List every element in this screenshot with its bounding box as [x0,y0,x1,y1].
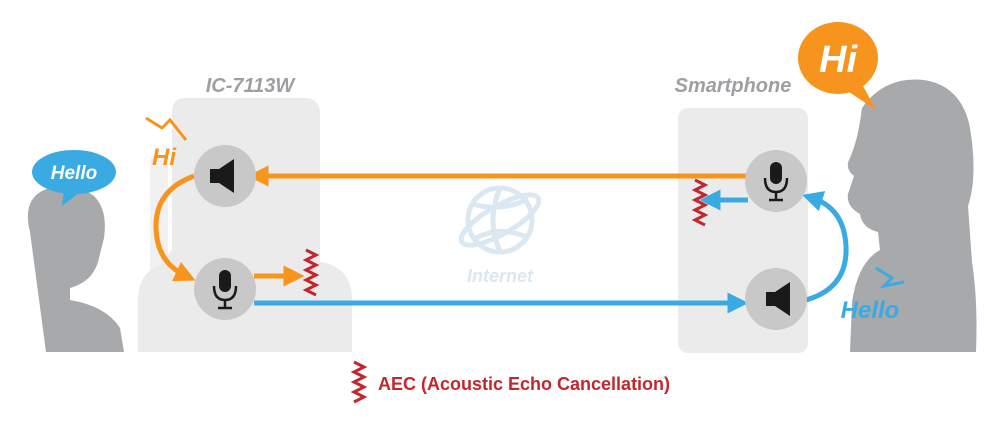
hi-bubble: Hi [798,22,878,110]
svg-text:Hi: Hi [819,39,858,81]
speaker-icon [766,282,790,316]
microphone-icon [212,270,238,310]
boy-silhouette [27,185,124,352]
phone-speaker-node [745,268,807,330]
svg-text:Hi: Hi [152,144,177,171]
camera-label: IC-7113W [206,75,297,97]
globe-icon [458,185,542,255]
speaker-icon [210,159,234,193]
phone-sound-burst: Hello [841,266,905,324]
aec-legend: AEC (Acoustic Echo Cancellation) [350,360,670,404]
internet-label: Internet [467,266,534,286]
phone-label: Smartphone [675,75,792,97]
camera-mic-node [194,258,256,320]
hello-bubble: Hello [32,150,116,206]
phone-aec-zigzag-icon [691,178,709,227]
phone-mic-node [745,150,807,212]
microphone-icon [763,162,789,202]
legend-zigzag-icon [350,360,368,404]
legend-label: AEC (Acoustic Echo Cancellation) [378,374,670,394]
woman-silhouette [847,79,977,353]
blue-echo-loop [801,191,849,303]
svg-text:Hello: Hello [841,297,900,324]
camera-speaker-node [194,145,256,207]
camera-sound-burst: Hi [145,116,188,171]
camera-aec-zigzag-icon [302,248,320,297]
camera-device [138,98,352,352]
svg-text:Hello: Hello [51,163,97,184]
orange-echo-loop [153,173,196,282]
